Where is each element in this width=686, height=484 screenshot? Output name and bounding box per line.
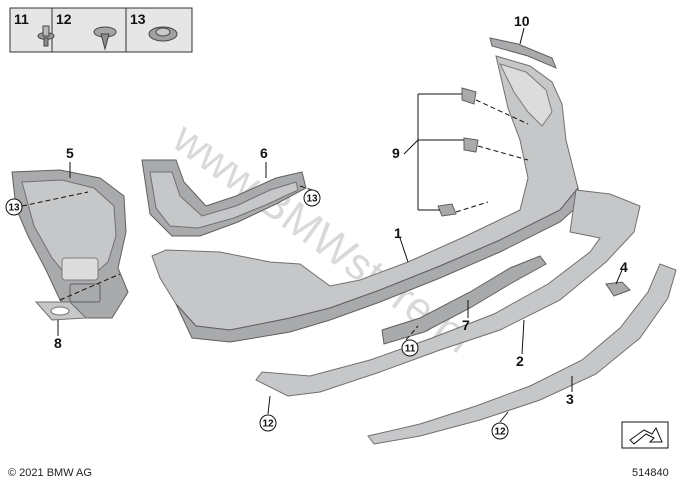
label-part-1: 1 <box>394 225 402 241</box>
legend-number-11: 11 <box>14 11 29 27</box>
expanding-clip-icon <box>93 26 117 51</box>
callout-13-left: 13 <box>8 203 20 214</box>
part-number-labels: 1 2 3 4 5 6 7 8 9 10 <box>54 13 628 407</box>
part-1-bumper-cover <box>151 55 581 343</box>
fastener-legend: 11 12 13 <box>9 7 193 53</box>
label-part-5: 5 <box>66 145 74 161</box>
orientation-arrow-icon <box>621 421 669 449</box>
label-part-3: 3 <box>566 391 574 407</box>
part-2-lower-trim <box>255 189 641 397</box>
part-10-trim-strip <box>489 37 557 69</box>
diagram-id: 514840 <box>632 467 669 479</box>
label-part-7: 7 <box>462 317 470 333</box>
callout-11: 11 <box>405 344 416 355</box>
callout-12-left: 12 <box>262 419 274 430</box>
callout-circle-12-left <box>259 414 277 432</box>
speed-nut-icon <box>148 26 178 42</box>
part-5-left-bracket <box>11 169 129 319</box>
part-9-clips <box>437 87 479 217</box>
label-part-4: 4 <box>620 259 628 275</box>
part-7-centre-carrier <box>381 255 547 345</box>
part-8-small-bracket <box>34 301 88 321</box>
legend-number-12: 12 <box>56 11 72 27</box>
callout-circle-13-left <box>5 198 23 216</box>
fastener-callouts: 13 13 11 12 12 <box>5 189 509 440</box>
part-6-side-bracket <box>141 159 307 237</box>
callout-13-mid: 13 <box>306 194 318 205</box>
part-4-reflector <box>605 281 631 297</box>
push-rivet-icon <box>37 25 55 47</box>
callout-circle-12-right <box>491 422 509 440</box>
callout-circle-11 <box>401 339 419 357</box>
label-part-6: 6 <box>260 145 268 161</box>
label-part-8: 8 <box>54 335 62 351</box>
copyright-text: © 2021 BMW AG <box>8 467 92 479</box>
legend-number-13: 13 <box>130 11 146 27</box>
label-part-2: 2 <box>516 353 524 369</box>
part-3-diffuser <box>367 263 677 445</box>
callout-12-right: 12 <box>494 427 506 438</box>
label-part-10: 10 <box>514 13 530 29</box>
label-part-9: 9 <box>392 145 400 161</box>
callout-circle-13-mid <box>303 189 321 207</box>
leader-lines <box>21 27 623 423</box>
